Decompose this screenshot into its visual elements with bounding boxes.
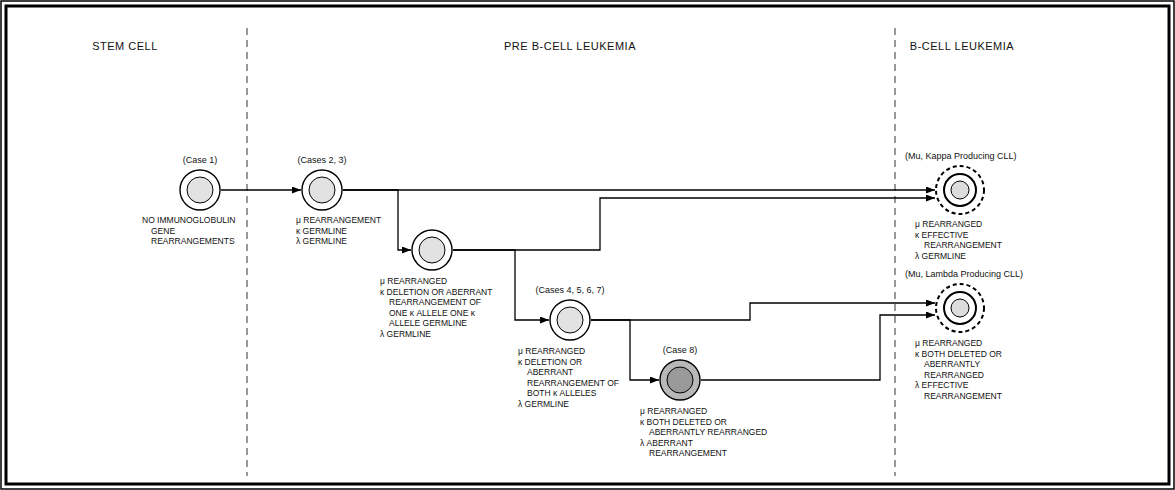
cell-nucleus (557, 307, 583, 333)
gene-line: λ GERMLINE (518, 399, 620, 410)
cell-circle (411, 229, 453, 271)
case-label: (Cases 4, 5, 6, 7) (535, 285, 604, 296)
gene-line: κ EFFECTIVE REARRANGEMENT (915, 230, 1027, 251)
gene-line: NO IMMUNOGLOBULIN GENE REARRANGEMENTS (142, 215, 242, 247)
stage-header-holder: PRE B-CELL LEUKEMIA (420, 36, 720, 54)
cell-node: μ REARRANGEDκ DELETION OR ABERRANT REARR… (411, 229, 453, 271)
cell-outer-ring (660, 360, 700, 400)
cell-node: (Case 8)μ REARRANGEDκ BOTH DELETED OR AB… (659, 359, 701, 401)
cell-nucleus (951, 299, 969, 317)
lineage-arrow (591, 320, 659, 380)
case-label-holder: (Mu, Lambda Producing CLL) (905, 269, 1023, 280)
stage-header-holder: B-CELL LEUKEMIA (812, 36, 1112, 54)
gene-line: κ BOTH DELETED OR ABERRANTLY REARRANGED (915, 349, 1027, 381)
cell-circle (179, 169, 221, 211)
gene-line: λ GERMLINE (296, 236, 394, 247)
case-label: (Mu, Lambda Producing CLL) (905, 269, 1023, 280)
gene-line: κ DELETION OR ABERRANT REARRANGEMENT OF … (380, 287, 495, 329)
lineage-arrow (591, 303, 935, 320)
gene-line: λ EFFECTIVE REARRANGEMENT (915, 380, 1027, 401)
cell-dashed-ring (936, 284, 984, 332)
case-label: (Case 8) (663, 345, 698, 356)
cell-nucleus (187, 177, 213, 203)
cell-nucleus (309, 177, 335, 203)
cell-circle (659, 359, 701, 401)
gene-status: μ REARRANGEDκ BOTH DELETED OR ABERRANTLY… (915, 338, 1027, 401)
case-label: (Case 1) (183, 155, 218, 166)
lineage-arrow (701, 315, 935, 380)
case-label: (Cases 2, 3) (297, 155, 346, 166)
stage-header: B-CELL LEUKEMIA (910, 40, 1014, 53)
gene-line: λ GERMLINE (380, 329, 495, 340)
stage-header: PRE B-CELL LEUKEMIA (504, 40, 636, 53)
gene-status: μ REARRANGEMENTκ GERMLINEλ GERMLINE (296, 215, 394, 247)
cell-outer-ring (302, 170, 342, 210)
stage-divider (247, 28, 248, 476)
gene-line: λ GERMLINE (915, 251, 1027, 262)
stage-header-holder: STEM CELL (0, 36, 275, 54)
cell-node: (Mu, Lambda Producing CLL)μ REARRANGEDκ … (935, 283, 985, 333)
case-label-holder: (Cases 4, 5, 6, 7) (535, 285, 604, 296)
case-label-holder: (Case 1) (183, 155, 218, 166)
gene-line: μ REARRANGED (915, 219, 1027, 230)
gene-line: μ REARRANGED (518, 346, 620, 357)
case-label-holder: (Case 8) (663, 345, 698, 356)
cell-nucleus (667, 367, 693, 393)
stage-header: STEM CELL (92, 40, 158, 53)
gene-line: κ BOTH DELETED OR ABERRANTLY REARRANGED (640, 417, 768, 438)
gene-status: μ REARRANGEDκ DELETION OR ABERRANT REARR… (380, 276, 495, 339)
gene-line: κ GERMLINE (296, 226, 394, 237)
gene-status: NO IMMUNOGLOBULIN GENE REARRANGEMENTS (142, 215, 242, 247)
cell-outer-ring (550, 300, 590, 340)
cell-node: (Cases 4, 5, 6, 7)μ REARRANGEDκ DELETION… (549, 299, 591, 341)
cell-node: (Cases 2, 3)μ REARRANGEMENTκ GERMLINEλ G… (301, 169, 343, 211)
cell-nucleus (419, 237, 445, 263)
cell-nucleus (951, 181, 969, 199)
case-label-holder: (Cases 2, 3) (297, 155, 346, 166)
lineage-arrow (453, 198, 935, 250)
cell-outer-ring (944, 174, 976, 206)
case-label-holder: (Mu, Kappa Producing CLL) (905, 151, 1017, 162)
gene-line: κ DELETION OR ABERRANT REARRANGEMENT OF … (518, 357, 620, 399)
cell-circle (301, 169, 343, 211)
stage-divider (895, 28, 896, 476)
cell-outer-ring (180, 170, 220, 210)
case-label: (Mu, Kappa Producing CLL) (905, 151, 1017, 162)
inner-frame (6, 6, 1169, 484)
gene-line: μ REARRANGED (915, 338, 1027, 349)
gene-line: μ REARRANGEMENT (296, 215, 394, 226)
cell-outer-ring (412, 230, 452, 270)
gene-status: μ REARRANGEDκ BOTH DELETED OR ABERRANTLY… (640, 406, 768, 459)
gene-line: λ ABERRANT REARRANGEMENT (640, 438, 768, 459)
gene-status: μ REARRANGEDκ EFFECTIVE REARRANGEMENTλ G… (915, 219, 1027, 261)
cell-circle (549, 299, 591, 341)
cell-circle (935, 165, 985, 215)
gene-status: μ REARRANGEDκ DELETION OR ABERRANT REARR… (518, 346, 620, 409)
gene-line: μ REARRANGED (640, 406, 768, 417)
cell-circle (935, 283, 985, 333)
lineage-arrow (221, 189, 301, 190)
gene-line: μ REARRANGED (380, 276, 495, 287)
cell-outer-ring (944, 292, 976, 324)
lineage-arrow (343, 189, 935, 190)
cell-node: (Mu, Kappa Producing CLL)μ REARRANGEDκ E… (935, 165, 985, 215)
cell-dashed-ring (936, 166, 984, 214)
cell-node: (Case 1)NO IMMUNOGLOBULIN GENE REARRANGE… (179, 169, 221, 211)
